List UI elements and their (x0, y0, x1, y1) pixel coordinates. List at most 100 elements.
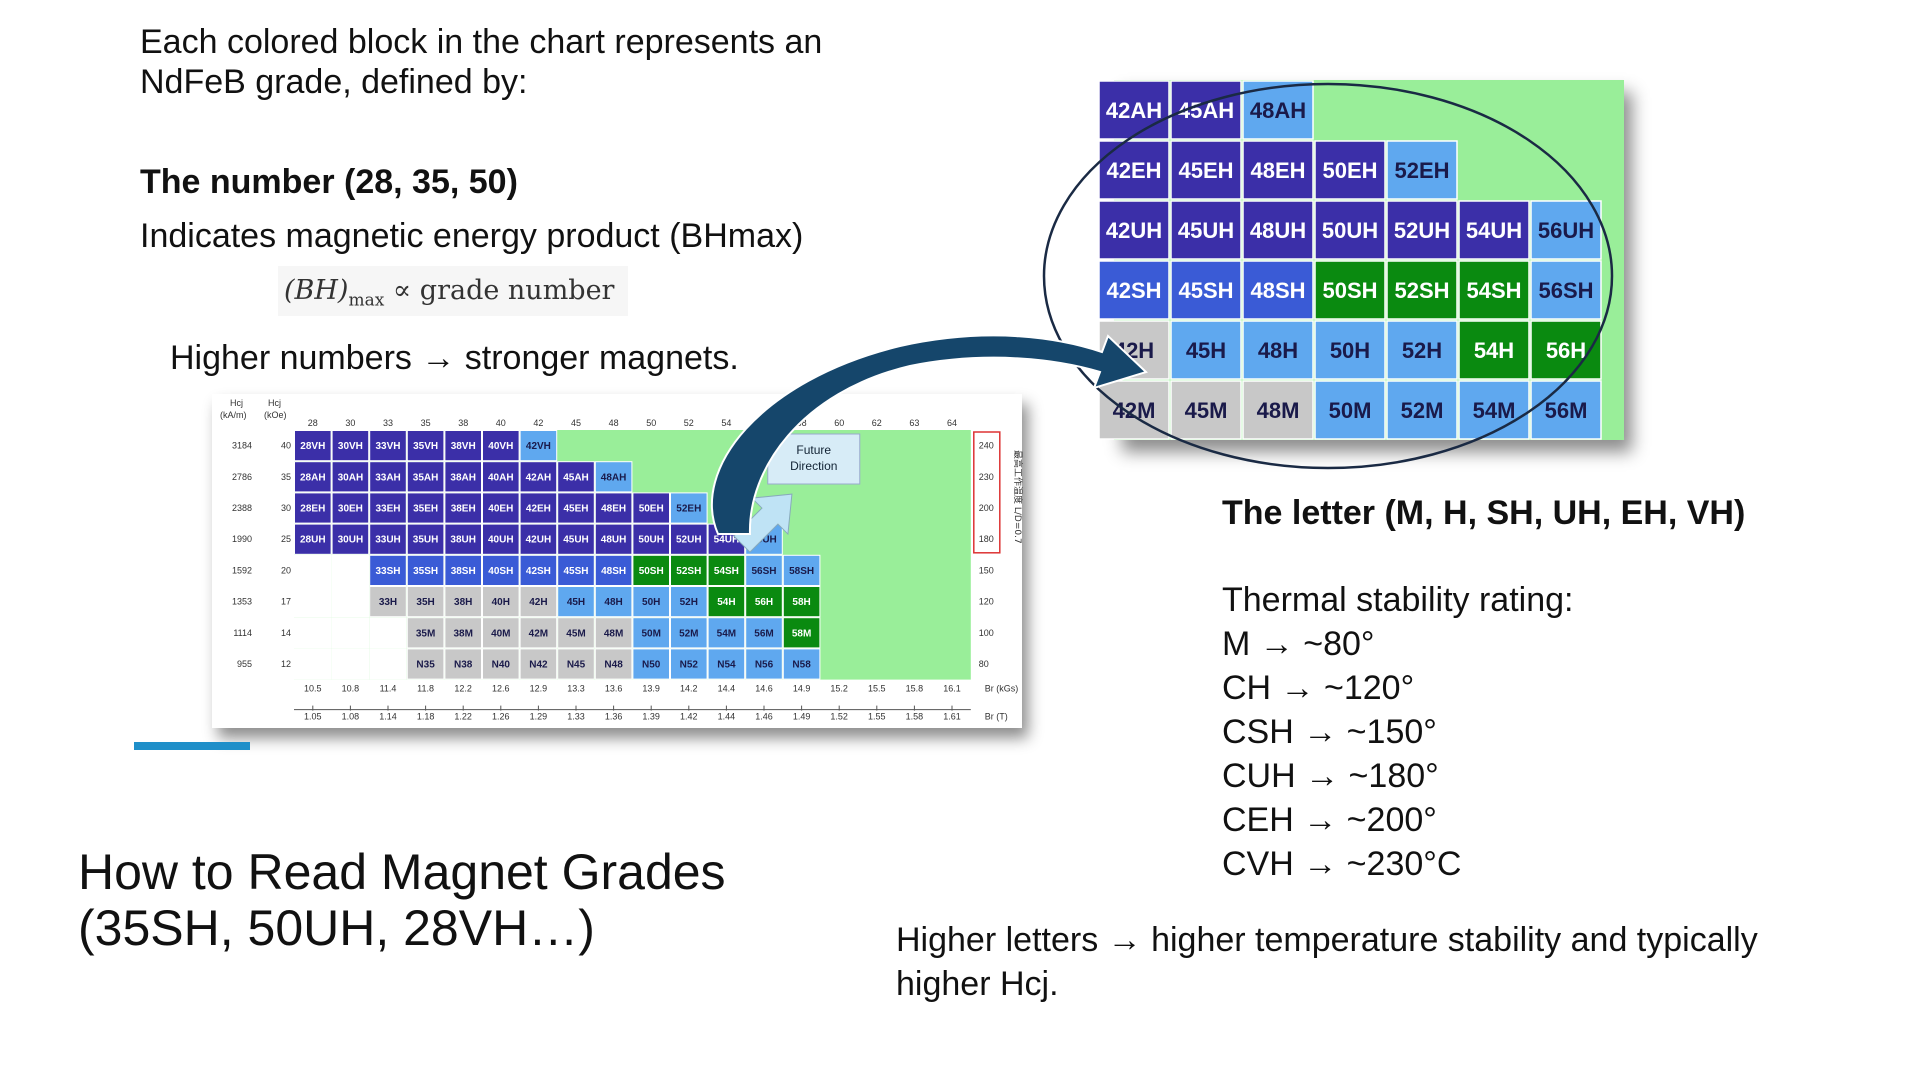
grade-cell (594, 523, 633, 555)
thermal-rating-ceh: CEH → ~200° (1222, 801, 1437, 839)
grade-cell (745, 617, 783, 649)
empty-cell (294, 648, 332, 680)
grade-cell-label: 35SH (413, 566, 438, 577)
zoom-grade-label: 48EH (1250, 158, 1305, 183)
br-t-label: 1.22 (454, 712, 472, 722)
grade-cell-label: N38 (454, 660, 473, 671)
grade-cell-label: 40M (491, 628, 510, 639)
grade-cell (632, 617, 670, 649)
grade-cell (294, 430, 332, 462)
grade-cell (519, 617, 558, 649)
br-t-label: 1.08 (342, 712, 360, 722)
br-kgs-label: 12.2 (454, 684, 472, 694)
grade-cell-label: 54H (717, 597, 735, 608)
br-t-label: 1.14 (379, 712, 397, 722)
br-kgs-label: 14.2 (680, 684, 698, 694)
grade-cell-label: 35VH (413, 441, 438, 452)
zoom-grade-label: 48UH (1250, 218, 1306, 243)
grade-cell-label: N48 (604, 660, 623, 671)
formula-relation: ∝ (392, 275, 412, 306)
right-temp-label: 100 (979, 628, 994, 638)
br-kgs-label: 14.4 (718, 684, 736, 694)
grade-cell (557, 492, 595, 524)
right-temp-label: 240 (979, 441, 994, 451)
grade-cell (632, 492, 670, 524)
br-kgs-label: 13.3 (567, 684, 585, 694)
grade-cell-label: 30VH (338, 441, 363, 452)
grade-cell (557, 648, 595, 680)
grade-cell-label: 56H (755, 597, 773, 608)
accent-bar (134, 742, 250, 750)
grade-cell (331, 430, 370, 462)
grade-cell (406, 648, 445, 680)
grade-cell-label: 52SH (676, 566, 701, 577)
empty-cell (294, 617, 332, 649)
top-number-label: 54 (721, 418, 731, 428)
br-kgs-label: 13.6 (605, 684, 623, 694)
zoom-grade-label: 45SH (1178, 278, 1233, 303)
grade-cell (707, 554, 746, 587)
grade-cell (369, 492, 407, 524)
grade-cell-label: N58 (792, 660, 811, 671)
grade-cell-label: 38UH (450, 535, 476, 546)
grade-cell-label: 52H (680, 597, 698, 608)
zoom-grade-label: 45M (1185, 398, 1228, 423)
grade-cell (369, 430, 407, 462)
grade-cell (482, 617, 520, 649)
slide-title-line-1: How to Read Magnet Grades (78, 844, 726, 900)
thermal-rating-ch: CH → ~120° (1222, 669, 1415, 707)
zoom-grade-label: 52SH (1394, 278, 1449, 303)
top-number-label: 64 (947, 418, 957, 428)
hcj-koe-label: 30 (281, 503, 291, 513)
grade-cell-label: 58M (792, 628, 811, 639)
grade-cell-label: 48UH (601, 535, 627, 546)
top-number-label: 35 (421, 418, 431, 428)
br-t-label: 1.42 (680, 712, 698, 722)
grade-cell (745, 586, 783, 618)
br-t-label: 1.05 (304, 712, 322, 722)
grade-cell-label: N42 (529, 660, 548, 671)
zoom-grade-label: 54H (1474, 338, 1514, 363)
grade-cell-label: 50H (642, 597, 660, 608)
grade-cell-label: N40 (492, 660, 511, 671)
grade-cell (294, 492, 332, 524)
grade-cell (670, 492, 708, 524)
grade-cell (444, 523, 482, 555)
grade-cell-label: 40EH (488, 504, 513, 515)
grade-cell-label: 38H (454, 597, 472, 608)
grade-cell (594, 617, 633, 649)
grade-cell (594, 648, 633, 680)
grade-cell-label: 45UH (563, 535, 589, 546)
hcj-koe-label: 17 (281, 597, 291, 607)
grade-cell-label: 28VH (300, 441, 325, 452)
intro-line-2: NdFeB grade, defined by: (140, 63, 528, 101)
grade-cell-label: 35EH (413, 504, 438, 515)
grade-cell-label: N52 (680, 660, 699, 671)
top-number-label: 52 (684, 418, 694, 428)
thermal-rating-title: Thermal stability rating: (1222, 581, 1574, 619)
br-t-label: 1.52 (830, 712, 848, 722)
grade-cell (557, 461, 595, 493)
grade-cell-label: 33UH (375, 535, 401, 546)
formula-lhs: (BH) (284, 275, 349, 306)
zoom-grade-label: 45EH (1178, 158, 1233, 183)
thermal-rating-m: M → ~80° (1222, 625, 1375, 663)
hcj-koe-label: 35 (281, 472, 291, 482)
hcj-ka-label: 1592 (232, 565, 252, 575)
grade-cell-label: 54UH (714, 535, 740, 546)
empty-cell (294, 554, 332, 586)
grade-cell-label: 45AH (563, 472, 589, 483)
grade-cell-label: 33H (379, 597, 397, 608)
zoom-grade-label: 56UH (1538, 218, 1594, 243)
grade-cell (519, 492, 558, 524)
right-axis-label: 最高工作温度 L/D=0.7 (1012, 450, 1024, 544)
grade-cell (406, 586, 445, 618)
br-t-label: 1.46 (755, 712, 773, 722)
grade-cell-label: N35 (416, 660, 435, 671)
grade-cell-label: 35M (416, 628, 435, 639)
empty-cell (369, 648, 407, 680)
grade-cell (444, 554, 482, 587)
grade-cell (444, 586, 482, 618)
grade-cell-label: 35H (416, 597, 434, 608)
